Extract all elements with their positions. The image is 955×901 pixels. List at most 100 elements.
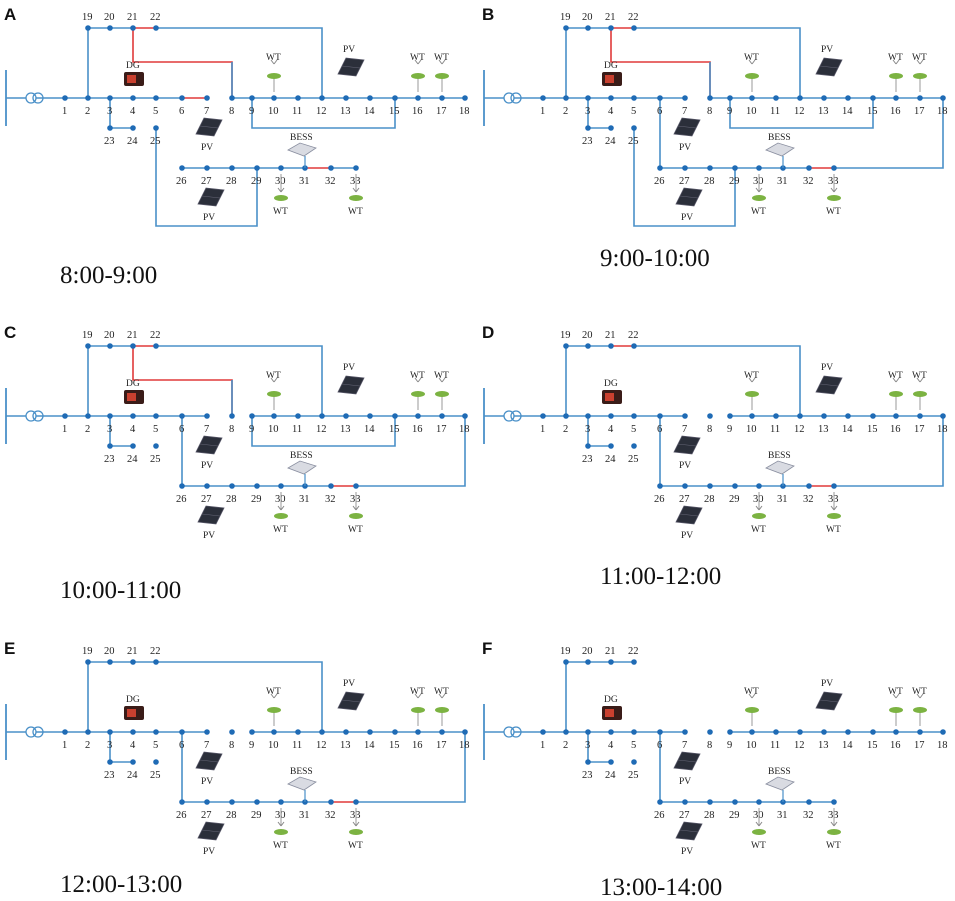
bus-label-13: 13: [340, 424, 351, 435]
wind-turbine-icon: [349, 174, 363, 201]
bus-node-12: [319, 95, 325, 101]
wt-label: WT: [751, 525, 766, 535]
bus-node-7: [682, 729, 688, 735]
bus-node-17: [917, 95, 923, 101]
wt-label: WT: [410, 687, 425, 697]
bus-label-13: 13: [340, 106, 351, 117]
bus-node-10: [271, 729, 277, 735]
wind-turbine-icon: [411, 59, 425, 92]
wt-label: WT: [273, 525, 288, 535]
bus-node-32: [328, 799, 334, 805]
bus-node-1: [62, 729, 68, 735]
bus-node-4: [608, 413, 614, 419]
time-label: 11:00-12:00: [600, 563, 721, 590]
bus-node-14: [367, 95, 373, 101]
bus-node-32: [806, 483, 812, 489]
pv-panel-icon: [337, 57, 365, 77]
bus-node-10: [271, 413, 277, 419]
bus-node-7: [204, 95, 210, 101]
time-label: 8:00-9:00: [60, 262, 157, 289]
pv-panel-icon: [815, 691, 843, 711]
bus-label-20: 20: [582, 12, 593, 23]
bus-node-24: [130, 443, 136, 449]
bus-node-20: [107, 343, 113, 349]
bus-node-9: [727, 95, 733, 101]
bus-node-29: [732, 165, 738, 171]
bus-node-12: [797, 95, 803, 101]
bus-label-14: 14: [842, 424, 853, 435]
bus-node-26: [657, 483, 663, 489]
bess-icon: [765, 460, 795, 486]
bus-label-33: 33: [828, 810, 839, 821]
bus-node-13: [343, 413, 349, 419]
panel-letter: A: [4, 5, 16, 24]
bus-label-3: 3: [585, 106, 590, 117]
bus-label-28: 28: [226, 176, 237, 187]
bus-label-18: 18: [937, 106, 948, 117]
bus-label-7: 7: [682, 424, 687, 435]
bus-node-5: [153, 95, 159, 101]
bus-label-5: 5: [631, 424, 636, 435]
pv-panel-icon: [197, 821, 225, 841]
bus-node-23: [585, 125, 591, 131]
line-s25-29: [633, 128, 736, 227]
bus-node-32: [328, 483, 334, 489]
line-s12-22: [634, 27, 801, 98]
bus-node-12: [797, 729, 803, 735]
bus-node-29: [732, 483, 738, 489]
bus-node-33: [831, 483, 837, 489]
wt-label: WT: [751, 207, 766, 217]
bus-label-27: 27: [201, 494, 212, 505]
bus-label-8: 8: [707, 424, 712, 435]
bus-label-1: 1: [62, 106, 67, 117]
pv-panel-icon: [195, 117, 223, 137]
panel-letter: D: [482, 323, 494, 342]
bus-label-16: 16: [412, 740, 423, 751]
bus-label-7: 7: [204, 106, 209, 117]
bus-node-16: [893, 413, 899, 419]
panel-letter: E: [4, 639, 15, 658]
diesel-generator-icon: [602, 390, 622, 404]
bus-label-23: 23: [104, 770, 115, 781]
panel-letter: C: [4, 323, 16, 342]
bus-label-9: 9: [727, 424, 732, 435]
bus-label-22: 22: [628, 330, 639, 341]
bus-label-27: 27: [679, 810, 690, 821]
bus-node-27: [204, 165, 210, 171]
bus-label-28: 28: [226, 810, 237, 821]
bess-icon: [765, 776, 795, 802]
bus-label-1: 1: [62, 424, 67, 435]
bus-node-7: [682, 95, 688, 101]
time-label: 10:00-11:00: [60, 577, 181, 604]
bus-label-9: 9: [727, 106, 732, 117]
bus-node-27: [682, 483, 688, 489]
wind-turbine-icon: [913, 59, 927, 92]
pv-label: PV: [343, 363, 355, 373]
pv-label: PV: [201, 777, 213, 787]
pv-panel-icon: [197, 187, 225, 207]
pv-panel-icon: [337, 375, 365, 395]
pv-panel-icon: [197, 505, 225, 525]
diesel-generator-icon: [124, 72, 144, 86]
bus-node-11: [773, 413, 779, 419]
bus-label-15: 15: [867, 424, 878, 435]
bus-label-25: 25: [628, 136, 639, 147]
bus-label-25: 25: [150, 770, 161, 781]
bus-node-8: [229, 729, 235, 735]
wt-label: WT: [348, 525, 363, 535]
bus-label-21: 21: [127, 12, 138, 23]
bus-node-23: [107, 443, 113, 449]
pv-label: PV: [679, 461, 691, 471]
bus-label-14: 14: [364, 424, 375, 435]
bus-label-5: 5: [153, 424, 158, 435]
bus-label-26: 26: [654, 810, 665, 821]
bus-node-33: [353, 483, 359, 489]
bus-label-13: 13: [818, 106, 829, 117]
bus-label-32: 32: [325, 810, 336, 821]
bus-label-13: 13: [818, 424, 829, 435]
bus-label-29: 29: [729, 176, 740, 187]
diesel-generator-icon: [124, 390, 144, 404]
bus-label-21: 21: [605, 12, 616, 23]
